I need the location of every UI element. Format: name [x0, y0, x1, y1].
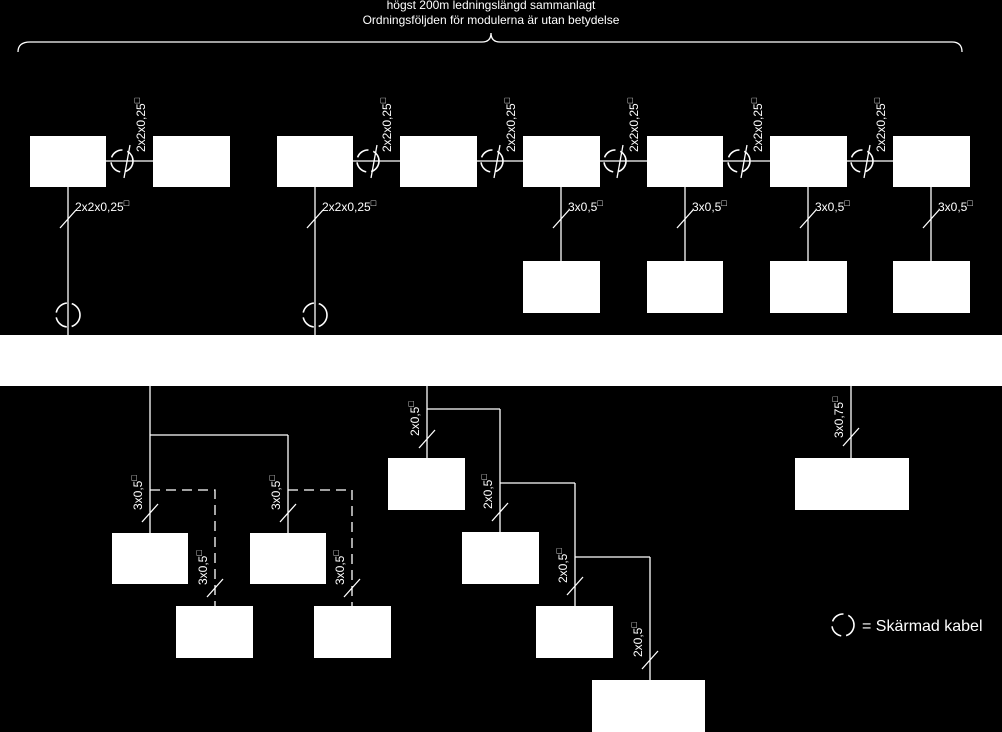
- svg-text:3x0,5□: 3x0,5□: [194, 550, 210, 585]
- svg-text:2x2x0,25□: 2x2x0,25□: [502, 97, 518, 152]
- cable-tick: [863, 144, 871, 179]
- legend-label: = Skärmad kabel: [862, 618, 983, 635]
- link-label-4: 2x2x0,25□: [625, 97, 641, 152]
- left-module-c: [176, 606, 253, 658]
- shield-icon: [302, 302, 328, 328]
- drop-label-3: 2x2x0,25□: [322, 198, 377, 214]
- svg-text:3x0,5□: 3x0,5□: [267, 475, 283, 510]
- top-module-1: [30, 136, 106, 187]
- svg-text:2x2x0,25□: 2x2x0,25□: [378, 97, 394, 152]
- cable-tick: [370, 144, 378, 179]
- header-line-2: Ordningsföljden för modulerna är utan be…: [363, 13, 620, 27]
- cable-tick: [279, 503, 297, 523]
- cable-tick: [676, 209, 694, 229]
- cable-tick: [59, 209, 77, 229]
- left-label-a: 3x0,5□: [129, 475, 145, 510]
- cable-tick: [206, 578, 224, 598]
- top-module-8: [893, 136, 970, 187]
- svg-text:2x0,5□: 2x0,5□: [479, 474, 495, 509]
- left-module-b: [250, 533, 326, 584]
- drop-label-7: 3x0,5□: [815, 198, 850, 214]
- shield-icon: [850, 149, 874, 173]
- drop-label-5: 3x0,5□: [568, 198, 603, 214]
- shield-icon: [480, 149, 504, 173]
- top-module-6: [647, 136, 723, 187]
- shield-icon: [603, 149, 627, 173]
- sub-module-7: [770, 261, 847, 313]
- top-module-2: [153, 136, 230, 187]
- left-label-c: 3x0,5□: [194, 550, 210, 585]
- mid-label-3: 2x0,5□: [554, 548, 570, 583]
- cable-tick: [418, 429, 436, 449]
- cable-tick: [123, 144, 131, 179]
- span-brace: [17, 32, 963, 53]
- drop-label-8: 3x0,5□: [938, 198, 973, 214]
- top-module-3: [277, 136, 353, 187]
- svg-text:2x0,5□: 2x0,5□: [406, 401, 422, 436]
- cable-tick: [552, 209, 570, 229]
- svg-text:2x0,5□: 2x0,5□: [629, 622, 645, 657]
- left-label-b: 3x0,5□: [267, 475, 283, 510]
- mid-module-3: [536, 606, 613, 658]
- mid-label-2: 2x0,5□: [479, 474, 495, 509]
- cable-tick: [343, 578, 361, 598]
- shield-icon: [110, 149, 134, 173]
- shield-icon: [55, 302, 81, 328]
- cable-tick: [740, 144, 748, 179]
- cable-tick: [141, 503, 159, 523]
- mid-module-1: [388, 458, 465, 510]
- svg-text:2x2x0,25□: 2x2x0,25□: [132, 97, 148, 152]
- mid-module-2: [462, 532, 539, 584]
- legend: = Skärmad kabel: [831, 613, 983, 637]
- cable-tick: [641, 650, 659, 670]
- svg-text:2x2x0,25□: 2x2x0,25□: [625, 97, 641, 152]
- drop-label-6: 3x0,5□: [692, 198, 727, 214]
- sub-module-6: [647, 261, 723, 313]
- link-label-5: 2x2x0,25□: [749, 97, 765, 152]
- left-module-d: [314, 606, 391, 658]
- top-module-5: [523, 136, 600, 187]
- svg-text:2x0,5□: 2x0,5□: [554, 548, 570, 583]
- shield-icon: [831, 613, 855, 637]
- cable-tick: [491, 502, 509, 522]
- cable-tick: [922, 209, 940, 229]
- right-label: 3x0,75□: [830, 396, 846, 438]
- sub-module-8: [893, 261, 970, 313]
- link-label-3: 2x2x0,25□: [502, 97, 518, 152]
- left-module-a: [112, 533, 188, 584]
- svg-text:3x0,5□: 3x0,5□: [331, 550, 347, 585]
- left-label-d: 3x0,5□: [331, 550, 347, 585]
- mid-module-4: [592, 680, 705, 732]
- shield-icon: [727, 149, 751, 173]
- mid-label-4: 2x0,5□: [629, 622, 645, 657]
- optional-link-a: [150, 489, 216, 606]
- cable-tick: [566, 576, 584, 596]
- shield-icon: [356, 149, 380, 173]
- cable-tick: [306, 209, 324, 229]
- cable-tick: [842, 427, 860, 447]
- link-label-1: 2x2x0,25□: [132, 97, 148, 152]
- cable-tick: [493, 144, 501, 179]
- cable-tick: [616, 144, 624, 179]
- cable-tick: [799, 209, 817, 229]
- top-module-7: [770, 136, 847, 187]
- central-unit: [0, 335, 1002, 386]
- drop-label-1: 2x2x0,25□: [75, 198, 130, 214]
- svg-text:3x0,5□: 3x0,5□: [129, 475, 145, 510]
- mid-label-1: 2x0,5□: [406, 401, 422, 436]
- top-module-4: [400, 136, 477, 187]
- link-label-2: 2x2x0,25□: [378, 97, 394, 152]
- svg-text:2x2x0,25□: 2x2x0,25□: [749, 97, 765, 152]
- svg-text:2x2x0,25□: 2x2x0,25□: [872, 97, 888, 152]
- optional-link-b: [288, 489, 353, 606]
- sub-module-5: [523, 261, 600, 313]
- right-module: [795, 458, 909, 510]
- link-label-6: 2x2x0,25□: [872, 97, 888, 152]
- svg-text:3x0,75□: 3x0,75□: [830, 396, 846, 438]
- header-line-1: högst 200m ledningslängd sammanlagt: [387, 0, 596, 12]
